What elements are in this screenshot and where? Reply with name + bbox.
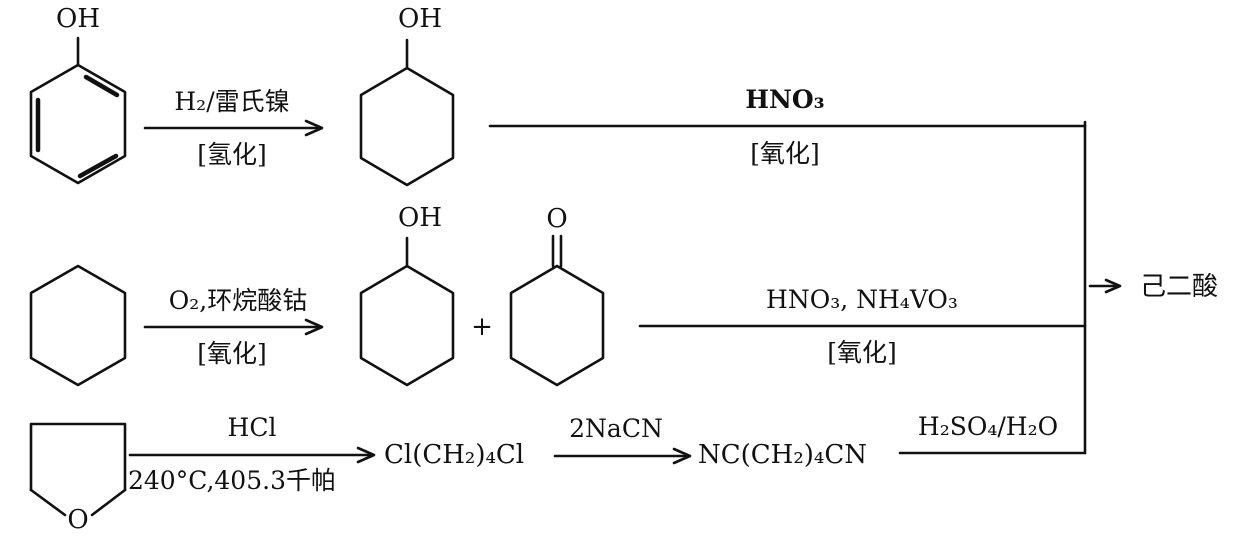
hydrogenation-type: [氢化] [197, 140, 267, 169]
air-oxidation-arrow: O₂,环烷酸钴 [氧化] [143, 286, 324, 368]
nitric-vanadate-reagent: HNO₃, NH₄VO₃ [766, 285, 958, 314]
adipic-acid-product: 己二酸 [1140, 272, 1218, 302]
nitric-acid-reagent: HNO₃ [745, 85, 824, 114]
hydrogenation-arrow: H₂/雷氏镍 [氢化] [143, 87, 324, 169]
hcl-reagent: HCl [228, 413, 277, 442]
nitric-oxidation-line: HNO₃ [氧化] [488, 85, 1087, 168]
phenol-oh-label: OH [56, 4, 100, 34]
plus-sign: + [471, 312, 493, 342]
merge-bracket [1083, 120, 1122, 455]
cyclohexanol-structure-2: OH [359, 203, 455, 387]
dichlorobutane: Cl(CH₂)₄Cl [384, 440, 524, 470]
hydrolysis-reagent: H₂SO₄/H₂O [918, 412, 1058, 441]
adiponitrile: NC(CH₂)₄CN [698, 440, 867, 470]
cyclohexanol-oh-label-2: OH [398, 203, 442, 233]
ketone-o-label: O [546, 204, 567, 234]
hydrogenation-reagent: H₂/雷氏镍 [174, 87, 289, 116]
hcl-arrow: HCl 240°C,405.3千帕 [128, 413, 376, 495]
cyclohexane-structure [29, 264, 127, 387]
oxidation-label-2: [氧化] [827, 338, 897, 367]
air-oxidation-reagent: O₂,环烷酸钴 [169, 286, 307, 315]
hydrolysis-line: H₂SO₄/H₂O [898, 412, 1087, 455]
thf-o-label: O [67, 505, 88, 535]
phenol-structure: OH [29, 4, 127, 185]
cyclohexanone-structure: O [509, 204, 605, 387]
vanadate-oxidation-line: HNO₃, NH₄VO₃ [氧化] [638, 285, 1087, 367]
air-oxidation-type: [氧化] [197, 339, 267, 368]
cyclohexanol-oh-label-1: OH [398, 4, 442, 34]
cyanation-arrow: 2NaCN [553, 414, 692, 465]
tetrahydrofuran-structure: O [29, 422, 127, 535]
cyanide-reagent: 2NaCN [569, 414, 663, 443]
hcl-conditions: 240°C,405.3千帕 [128, 466, 336, 495]
oxidation-label-1: [氧化] [750, 139, 820, 168]
cyclohexanol-structure-1: OH [359, 4, 455, 187]
